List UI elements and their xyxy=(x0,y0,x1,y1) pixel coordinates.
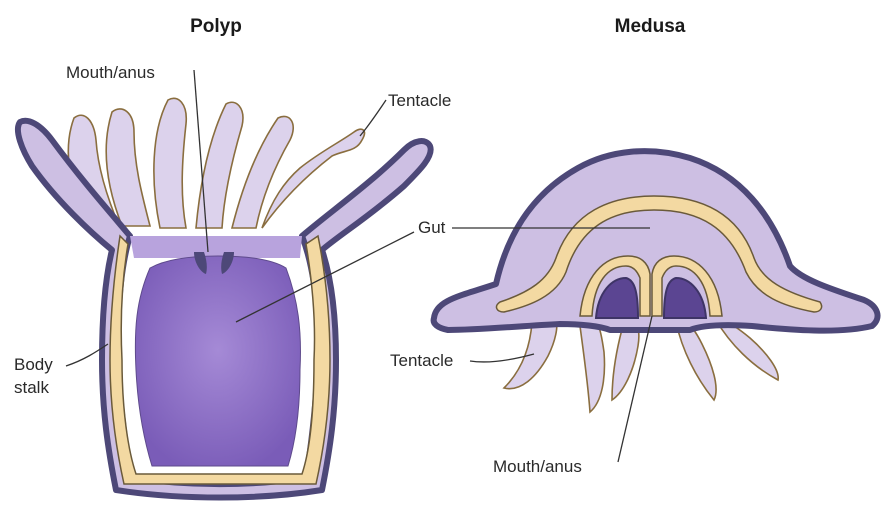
polyp-title: Polyp xyxy=(190,16,242,37)
polyp-oral-disc xyxy=(130,236,302,258)
medusa-title: Medusa xyxy=(615,16,686,37)
medusa-figure xyxy=(434,151,878,412)
polyp-label-body-stalk-line2: stalk xyxy=(14,378,49,397)
medusa-tentacles xyxy=(504,320,778,412)
polyp-leader-tentacle xyxy=(360,100,386,136)
polyp-label-tentacle: Tentacle xyxy=(388,91,451,110)
label-gut: Gut xyxy=(418,218,446,237)
medusa-label-mouth-anus: Mouth/anus xyxy=(493,457,582,476)
polyp-label-body-stalk-line1: Body xyxy=(14,355,53,374)
medusa-label-tentacle: Tentacle xyxy=(390,351,453,370)
polyp-gut-cavity xyxy=(135,256,300,466)
polyp-tentacles xyxy=(68,98,364,230)
polyp-figure xyxy=(18,98,431,497)
polyp-label-mouth-anus: Mouth/anus xyxy=(66,63,155,82)
